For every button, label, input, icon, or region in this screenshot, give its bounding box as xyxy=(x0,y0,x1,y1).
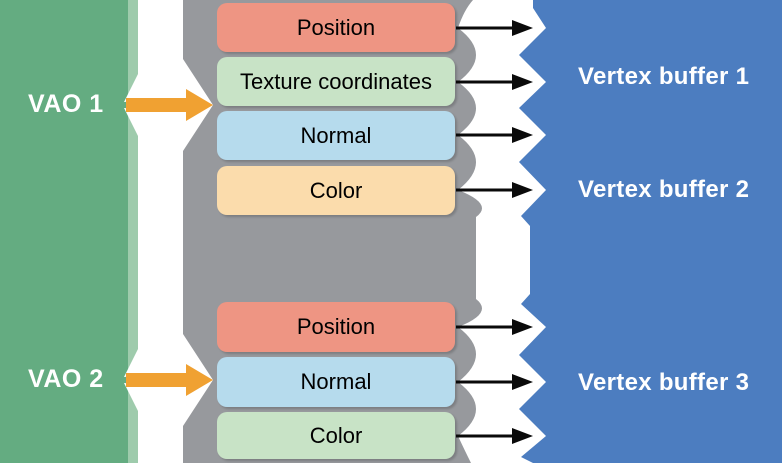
attribute-box-normal-vao1: Normal xyxy=(217,111,455,160)
vao2-label: VAO 2 xyxy=(28,365,104,393)
vao2-arrow-head xyxy=(186,364,213,396)
attribute-box-position-vao2: Position xyxy=(217,302,455,352)
vao1-arrow-shaft xyxy=(126,98,188,112)
arrow-color1-to-vb2-icon xyxy=(456,182,533,198)
vao1-band-notch-bottom xyxy=(124,108,139,138)
buffer-arrows xyxy=(456,20,533,444)
arrow-color2-to-vb3-icon xyxy=(456,428,533,444)
attribute-box-label: Texture coordinates xyxy=(240,68,432,94)
attribute-box-color-vao1: Color xyxy=(217,166,455,215)
attribute-box-texture-coordinates-vao1: Texture coordinates xyxy=(217,57,455,106)
attribute-box-label: Position xyxy=(296,14,376,40)
attribute-box-normal-vao2: Normal xyxy=(217,357,455,407)
vao-band xyxy=(0,0,128,463)
attribute-box-label: Color xyxy=(309,177,363,203)
vao2-band-notch-bottom xyxy=(124,383,139,413)
vao1-band-notch-top xyxy=(124,72,139,102)
vao-band-edge-highlight xyxy=(127,0,138,463)
vertex-buffer-2-label: Vertex buffer 2 xyxy=(578,176,750,203)
arrow-position2-to-vb3-icon xyxy=(456,319,533,335)
attribute-box-label: Color xyxy=(309,422,363,448)
vao1-arrow-icon xyxy=(126,89,213,121)
vao2-band-notch-top xyxy=(124,347,139,377)
attribute-box-color-vao2: Color xyxy=(217,412,455,459)
vertex-buffer-3-label: Vertex buffer 3 xyxy=(578,369,750,396)
attribute-box-label: Normal xyxy=(300,122,372,148)
vao1-arrow-head xyxy=(186,89,213,121)
arrow-position1-to-vb1-icon xyxy=(456,20,533,36)
attribute-box-label: Position xyxy=(296,314,376,339)
vertex-buffer-1-label: Vertex buffer 1 xyxy=(578,63,750,90)
vao1-label: VAO 1 xyxy=(28,90,104,118)
arrow-normal1-to-vb1-icon xyxy=(456,127,533,143)
arrow-texcoords-to-vb1-icon xyxy=(456,74,533,90)
attribute-box-position-vao1: Position xyxy=(217,3,455,52)
attribute-box-label: Normal xyxy=(300,369,372,394)
buffer-band xyxy=(519,0,782,463)
arrow-normal2-to-vb3-icon xyxy=(456,374,533,390)
vao2-arrow-shaft xyxy=(126,373,188,387)
vao2-arrow-icon xyxy=(126,364,213,396)
